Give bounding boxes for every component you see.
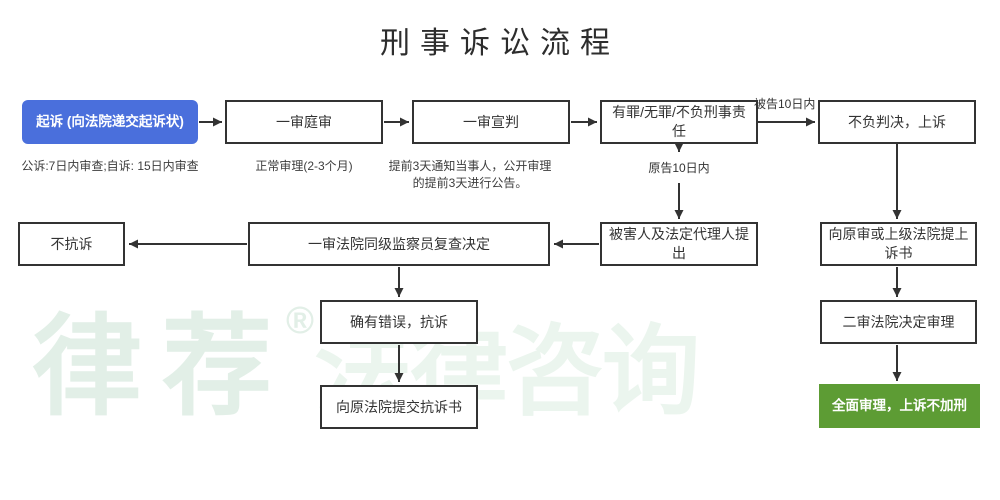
node-submit-appeal-brief: 向原审或上级法院提上诉书 bbox=[820, 222, 977, 266]
note-judgment-line2: 的提前3天进行公告。 bbox=[412, 176, 528, 191]
node-first-trial-judgment: 一审宣判 bbox=[412, 100, 570, 144]
node-appeal: 不负判决，上诉 bbox=[818, 100, 976, 144]
note-file-suit: 公诉:7日内审查;自诉: 15日内审查 bbox=[21, 159, 199, 173]
edge-label-defendant-deadline: 被告10日内 bbox=[754, 97, 816, 111]
node-submit-protest-brief: 向原法院提交抗诉书 bbox=[320, 385, 478, 429]
registered-trademark-icon: ® bbox=[286, 300, 314, 342]
note-judgment-line1: 提前3天通知当事人，公开审理 bbox=[388, 159, 552, 173]
note-hearing: 正常审理(2-3个月) bbox=[255, 159, 353, 173]
edge-label-plaintiff-deadline: 原告10日内 bbox=[648, 161, 710, 175]
note-judgment: 提前3天通知当事人，公开审理 的提前3天进行公告。 bbox=[389, 158, 552, 193]
node-file-suit: 起诉 (向法院递交起诉状) bbox=[22, 100, 198, 144]
node-verdict: 有罪/无罪/不负刑事责任 bbox=[600, 100, 758, 144]
node-second-court-review: 二审法院决定审理 bbox=[820, 300, 977, 344]
node-full-review: 全面审理，上诉不加刑 bbox=[819, 384, 980, 428]
node-protest: 确有错误，抗诉 bbox=[320, 300, 478, 344]
node-no-protest: 不抗诉 bbox=[18, 222, 125, 266]
node-victim-request: 被害人及法定代理人提出 bbox=[600, 222, 758, 266]
node-procurator-review-decision: 一审法院同级监察员复查决定 bbox=[248, 222, 550, 266]
node-first-trial-hearing: 一审庭审 bbox=[225, 100, 383, 144]
watermark-brand: 律荐 bbox=[32, 306, 292, 429]
page-title: 刑事诉讼流程 bbox=[380, 27, 620, 60]
